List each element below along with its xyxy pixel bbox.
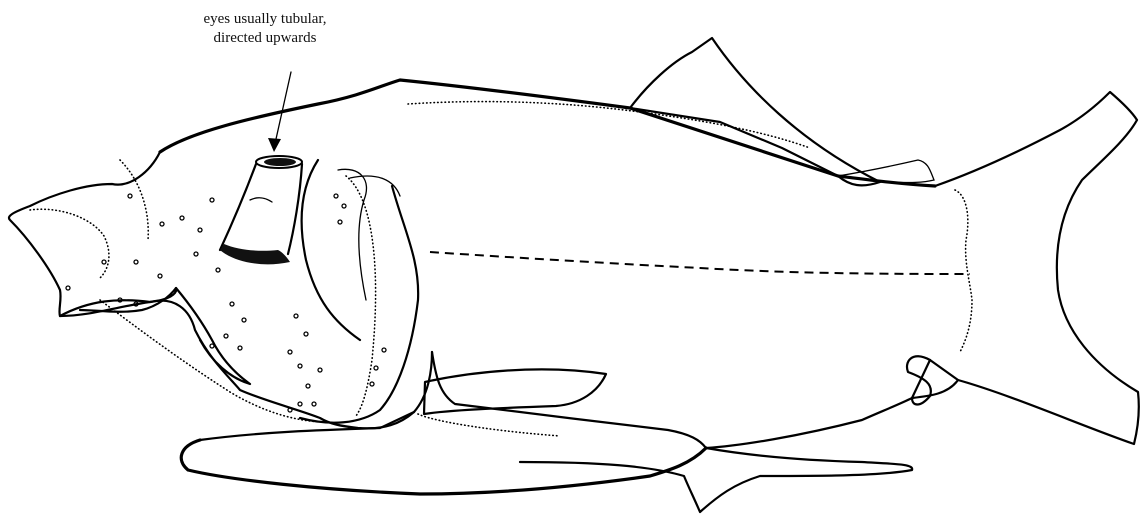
sensory-pores [66, 194, 386, 412]
tubular-eye [220, 156, 302, 264]
pectoral-fin [424, 369, 606, 414]
caudal-peduncle-boundary [955, 190, 972, 352]
head-outline [9, 152, 432, 428]
dorsal-fin [630, 38, 880, 185]
jaw [60, 288, 176, 316]
ventral-edge [200, 412, 414, 440]
dorsal-outline [160, 80, 935, 186]
lateral-line [430, 252, 970, 274]
preopercle [302, 160, 360, 340]
caudal-fin [930, 92, 1139, 444]
ventral-outline [432, 352, 930, 448]
anal-fin [520, 448, 912, 512]
